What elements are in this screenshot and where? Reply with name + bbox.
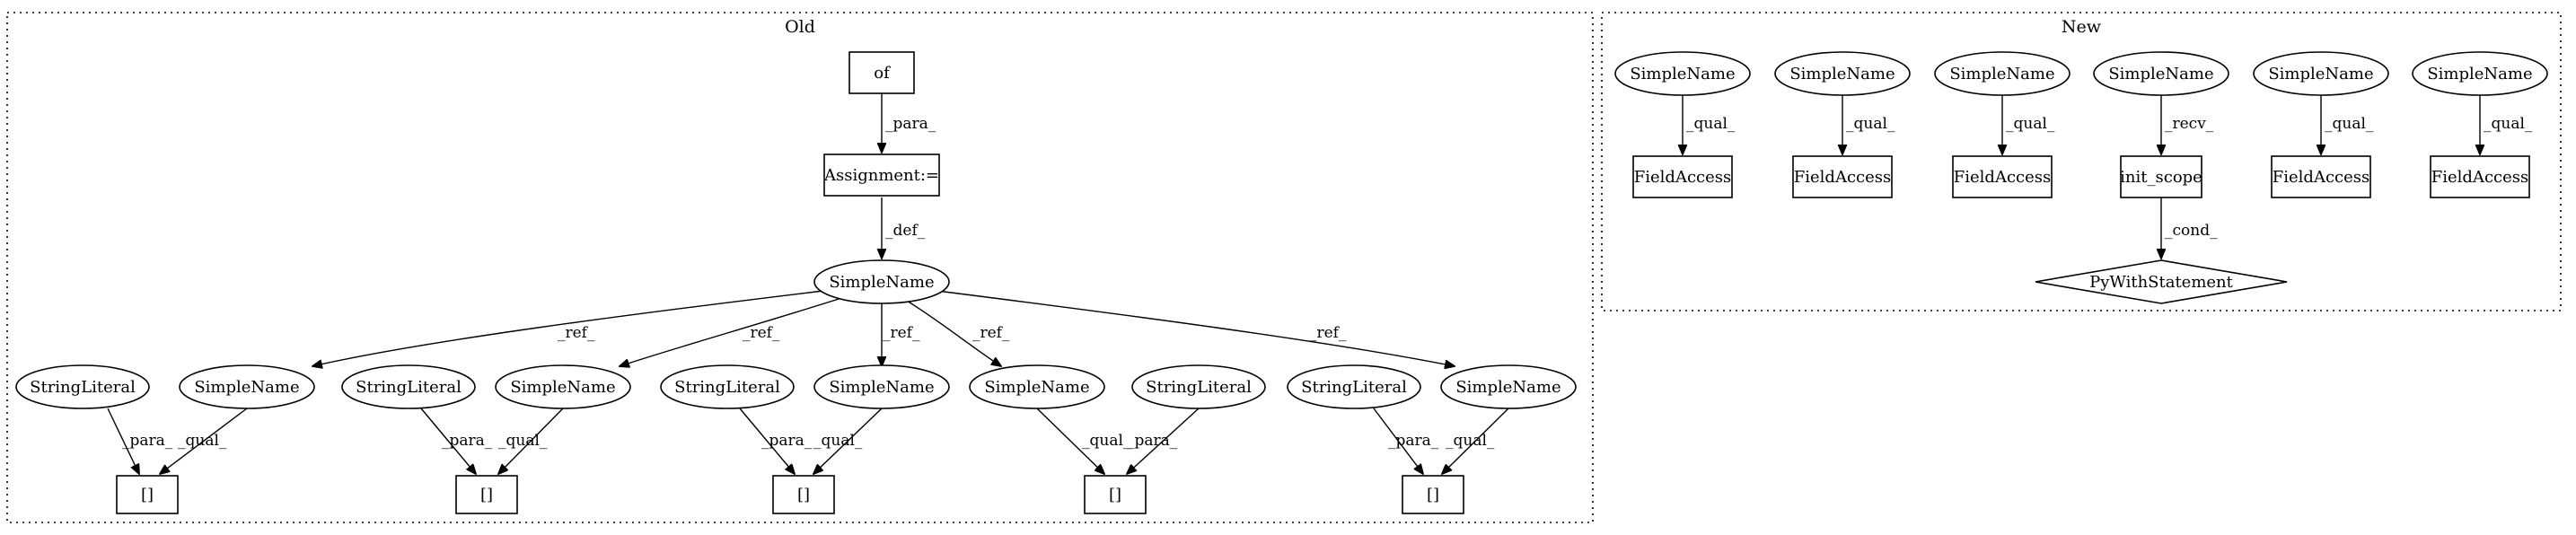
svg-text:SimpleName: SimpleName <box>2108 65 2213 83</box>
node-index-5[interactable]: [] <box>1402 475 1464 514</box>
node-new-simplename-5[interactable]: SimpleName <box>2253 51 2389 96</box>
node-new-simplename-2[interactable]: SimpleName <box>1774 51 1911 96</box>
node-stringliteral-3[interactable]: StringLiteral <box>660 364 795 409</box>
node-init-scope[interactable]: init_scope <box>2120 155 2202 198</box>
node-fieldaccess-4[interactable]: FieldAccess <box>2271 155 2371 198</box>
edge-label-qual: _qual_ <box>1446 432 1495 450</box>
cluster-old-title: Old <box>785 17 815 37</box>
node-simplename-ref-1[interactable]: SimpleName <box>179 364 315 409</box>
node-stringliteral-5[interactable]: StringLiteral <box>1287 364 1421 409</box>
svg-text:StringLiteral: StringLiteral <box>1301 378 1407 397</box>
node-simplename-ref-2[interactable]: SimpleName <box>495 364 631 409</box>
new-nodes: SimpleName SimpleName SimpleName SimpleN… <box>1614 51 2548 304</box>
cluster-old: Old <box>6 12 1594 523</box>
node-index-4[interactable]: [] <box>1084 475 1147 514</box>
node-simplename-ref-4[interactable]: SimpleName <box>969 364 1105 409</box>
node-index-3[interactable]: [] <box>772 475 835 514</box>
svg-text:SimpleName: SimpleName <box>1455 378 1561 397</box>
edge-label-qual: _qual_ <box>1686 115 1736 133</box>
svg-text:FieldAccess: FieldAccess <box>1634 168 1731 187</box>
svg-text:SimpleName: SimpleName <box>194 378 299 397</box>
svg-text:[]: [] <box>480 486 493 504</box>
node-of[interactable]: of <box>848 51 915 94</box>
edge-label-qual: _qual_ <box>2325 115 2374 133</box>
node-fieldaccess-5[interactable]: FieldAccess <box>2430 155 2530 198</box>
node-assignment[interactable]: Assignment:= <box>823 153 940 197</box>
edge-label-ref: _ref_ <box>972 324 1010 342</box>
node-stringliteral-4[interactable]: StringLiteral <box>1131 364 1266 409</box>
node-stringliteral-1[interactable]: StringLiteral <box>15 364 150 409</box>
svg-text:StringLiteral: StringLiteral <box>30 378 136 397</box>
cluster-new: New <box>1601 12 2562 311</box>
edge-label-para: _para_ <box>1388 432 1439 450</box>
svg-text:of: of <box>874 64 891 83</box>
edge-label-qual: _qual_ <box>498 432 548 450</box>
svg-text:StringLiteral: StringLiteral <box>674 378 780 397</box>
node-index-1[interactable]: [] <box>116 475 179 514</box>
svg-text:Assignment:=: Assignment:= <box>823 166 939 185</box>
node-fieldaccess-3[interactable]: FieldAccess <box>1952 155 2053 198</box>
edge-label-qual: _qual_ <box>2006 115 2055 133</box>
node-stringliteral-2[interactable]: StringLiteral <box>341 364 476 409</box>
edge-label-def: _def_ <box>885 222 926 240</box>
node-new-simplename-4[interactable]: SimpleName <box>2093 51 2229 96</box>
svg-text:[]: [] <box>1427 486 1439 504</box>
node-simplename-ref-3[interactable]: SimpleName <box>813 364 950 409</box>
svg-text:PyWithStatement: PyWithStatement <box>2089 273 2234 292</box>
edge-label-qual: _qual_ <box>178 432 227 450</box>
svg-text:SimpleName: SimpleName <box>984 378 1089 397</box>
edge-label-cond: _cond_ <box>2165 222 2218 240</box>
edge-label-para: _para_ <box>761 432 813 450</box>
svg-text:init_scope: init_scope <box>2120 168 2202 187</box>
svg-text:SimpleName: SimpleName <box>1949 65 2054 83</box>
svg-text:[]: [] <box>141 486 154 504</box>
edge-label-ref: _ref_ <box>1309 324 1347 342</box>
svg-text:FieldAccess: FieldAccess <box>1794 168 1891 187</box>
svg-text:StringLiteral: StringLiteral <box>356 378 462 397</box>
edge-label-qual: _qual_ <box>1082 432 1131 450</box>
edge-label-recv: _recv_ <box>2165 115 2214 133</box>
node-simplename-ref-5[interactable]: SimpleName <box>1440 364 1577 409</box>
svg-text:FieldAccess: FieldAccess <box>2273 168 2369 187</box>
svg-text:FieldAccess: FieldAccess <box>2431 168 2528 187</box>
svg-text:SimpleName: SimpleName <box>1630 65 1735 83</box>
edge-label-para: _para_ <box>885 115 936 133</box>
new-edges: _qual_ _qual_ _qual_ _recv_ _qual_ _qual… <box>1683 95 2533 259</box>
edge-label-para: _para_ <box>122 432 173 450</box>
edge-label-para: _para_ <box>1127 432 1178 450</box>
edge-label-qual: _qual_ <box>2484 115 2533 133</box>
svg-text:SimpleName: SimpleName <box>2427 65 2532 83</box>
svg-text:SimpleName: SimpleName <box>510 378 615 397</box>
node-fieldaccess-1[interactable]: FieldAccess <box>1632 155 1733 198</box>
node-pywithstatement[interactable]: PyWithStatement <box>2035 259 2288 304</box>
svg-text:FieldAccess: FieldAccess <box>1954 168 2051 187</box>
old-edges: _para_ _def_ _ref_ _ref_ _ref_ _ref_ _re… <box>107 93 1509 474</box>
node-new-simplename-1[interactable]: SimpleName <box>1614 51 1751 96</box>
svg-text:SimpleName: SimpleName <box>829 378 934 397</box>
edge-label-ref: _ref_ <box>743 324 780 342</box>
node-fieldaccess-2[interactable]: FieldAccess <box>1792 155 1893 198</box>
node-index-2[interactable]: [] <box>455 475 518 514</box>
svg-text:StringLiteral: StringLiteral <box>1146 378 1252 397</box>
svg-text:[]: [] <box>1109 486 1121 504</box>
edge-label-qual: _qual_ <box>1846 115 1895 133</box>
svg-text:[]: [] <box>797 486 810 504</box>
cluster-new-title: New <box>2062 17 2102 37</box>
old-nodes: of Assignment:= SimpleName StringLiteral… <box>15 51 1577 514</box>
node-new-simplename-3[interactable]: SimpleName <box>1934 51 2070 96</box>
node-new-simplename-6[interactable]: SimpleName <box>2412 51 2548 96</box>
node-simplename-def[interactable]: SimpleName <box>813 259 950 304</box>
svg-text:SimpleName: SimpleName <box>1789 65 1895 83</box>
svg-text:SimpleName: SimpleName <box>829 273 934 292</box>
edge-label-ref: _ref_ <box>558 324 595 342</box>
edge-label-para: _para_ <box>442 432 493 450</box>
edge-label-ref: _ref_ <box>883 324 920 342</box>
svg-text:SimpleName: SimpleName <box>2268 65 2373 83</box>
edge-label-qual: _qual_ <box>813 432 863 450</box>
